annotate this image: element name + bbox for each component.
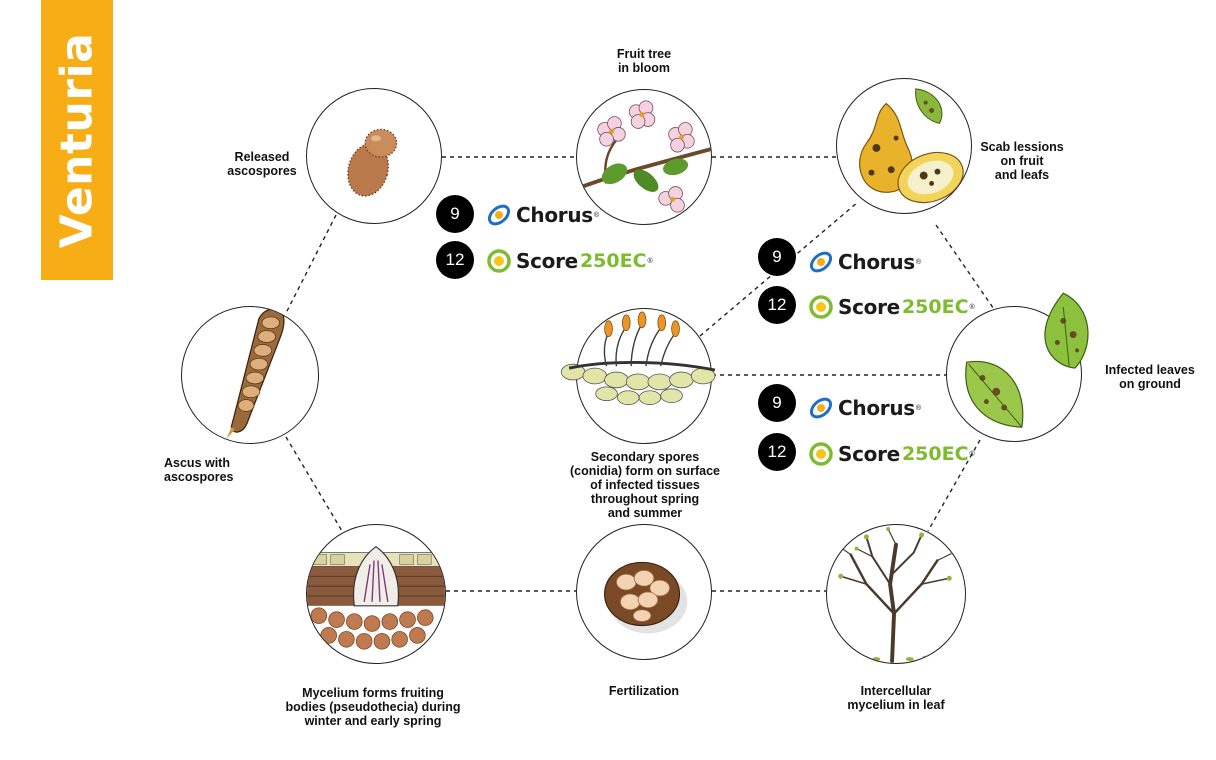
chorus-number-badge: 9: [758, 238, 796, 276]
fertilization-label: Fertilization: [608, 684, 680, 698]
score-suffix: 250EC: [901, 296, 969, 318]
chorus-reg: ®: [915, 404, 922, 412]
ascospore-illustration: [347, 128, 398, 197]
chorus-logo: Chorus®: [808, 247, 921, 277]
score-suffix: 250EC: [579, 250, 647, 272]
fertilization-illustration: [603, 561, 688, 634]
infected-leaves-illustration: [965, 292, 1089, 428]
chorus-reg: ®: [593, 211, 600, 219]
score-icon: [487, 249, 511, 273]
pseudothecia-illustration: [307, 545, 445, 650]
score-name: Score: [838, 442, 900, 466]
fruit-tree-circle: [576, 89, 712, 225]
score-reg: ®: [647, 257, 653, 265]
chorus-name: Chorus: [516, 203, 593, 227]
score-reg: ®: [969, 303, 975, 311]
intercellular-mycelium-circle: [826, 524, 966, 664]
ascus-circle: [181, 306, 319, 444]
score-icon: [809, 442, 833, 466]
chorus-name: Chorus: [838, 250, 915, 274]
chorus-icon: [809, 397, 833, 419]
chorus-icon: [487, 204, 511, 226]
score-number-badge: 12: [758, 433, 796, 471]
chorus-icon: [809, 251, 833, 273]
score-name: Score: [838, 295, 900, 319]
ascus-label: Ascus with ascospores: [164, 456, 234, 484]
brand-banner: Venturia: [41, 0, 113, 280]
score-reg: ®: [969, 450, 975, 458]
conidia-illustration: [560, 311, 716, 405]
chorus-number-badge: 9: [436, 195, 474, 233]
score-icon: [809, 295, 833, 319]
fertilization-circle: [576, 524, 712, 660]
scab-lesions-label: Scab lessions on fruit and leafs: [980, 140, 1064, 182]
chorus-logo: Chorus®: [486, 200, 599, 230]
pear-illustration: [859, 88, 964, 204]
ascus-illustration: [226, 308, 285, 440]
score-number-badge: 12: [758, 286, 796, 324]
mycelium-fruiting-label: Mycelium forms fruiting bodies (pseudoth…: [285, 686, 461, 728]
released-ascospores-label: Released ascospores: [227, 150, 297, 178]
chorus-logo: Chorus®: [808, 393, 921, 423]
score-number-badge: 12: [436, 241, 474, 279]
chorus-reg: ®: [915, 258, 922, 266]
scab-lesions-circle: [836, 78, 972, 214]
chorus-name: Chorus: [838, 396, 915, 420]
infected-leaves-label: Infected leaves on ground: [1105, 363, 1195, 391]
chorus-number-badge: 9: [758, 384, 796, 422]
bare-tree-illustration: [836, 526, 956, 663]
released-ascospores-circle: [306, 88, 442, 224]
score-name: Score: [516, 249, 578, 273]
mycelium-fruiting-circle: [306, 524, 446, 664]
secondary-spores-circle: [560, 308, 716, 444]
infected-leaves-circle: [946, 292, 1089, 442]
fruit-tree-label: Fruit tree in bloom: [616, 47, 672, 75]
intercellular-mycelium-label: Intercellular mycelium in leaf: [847, 684, 945, 712]
secondary-spores-label: Secondary spores (conidia) form on surfa…: [569, 450, 721, 520]
score-suffix: 250EC: [901, 443, 969, 465]
blossom-illustration: [577, 100, 711, 213]
